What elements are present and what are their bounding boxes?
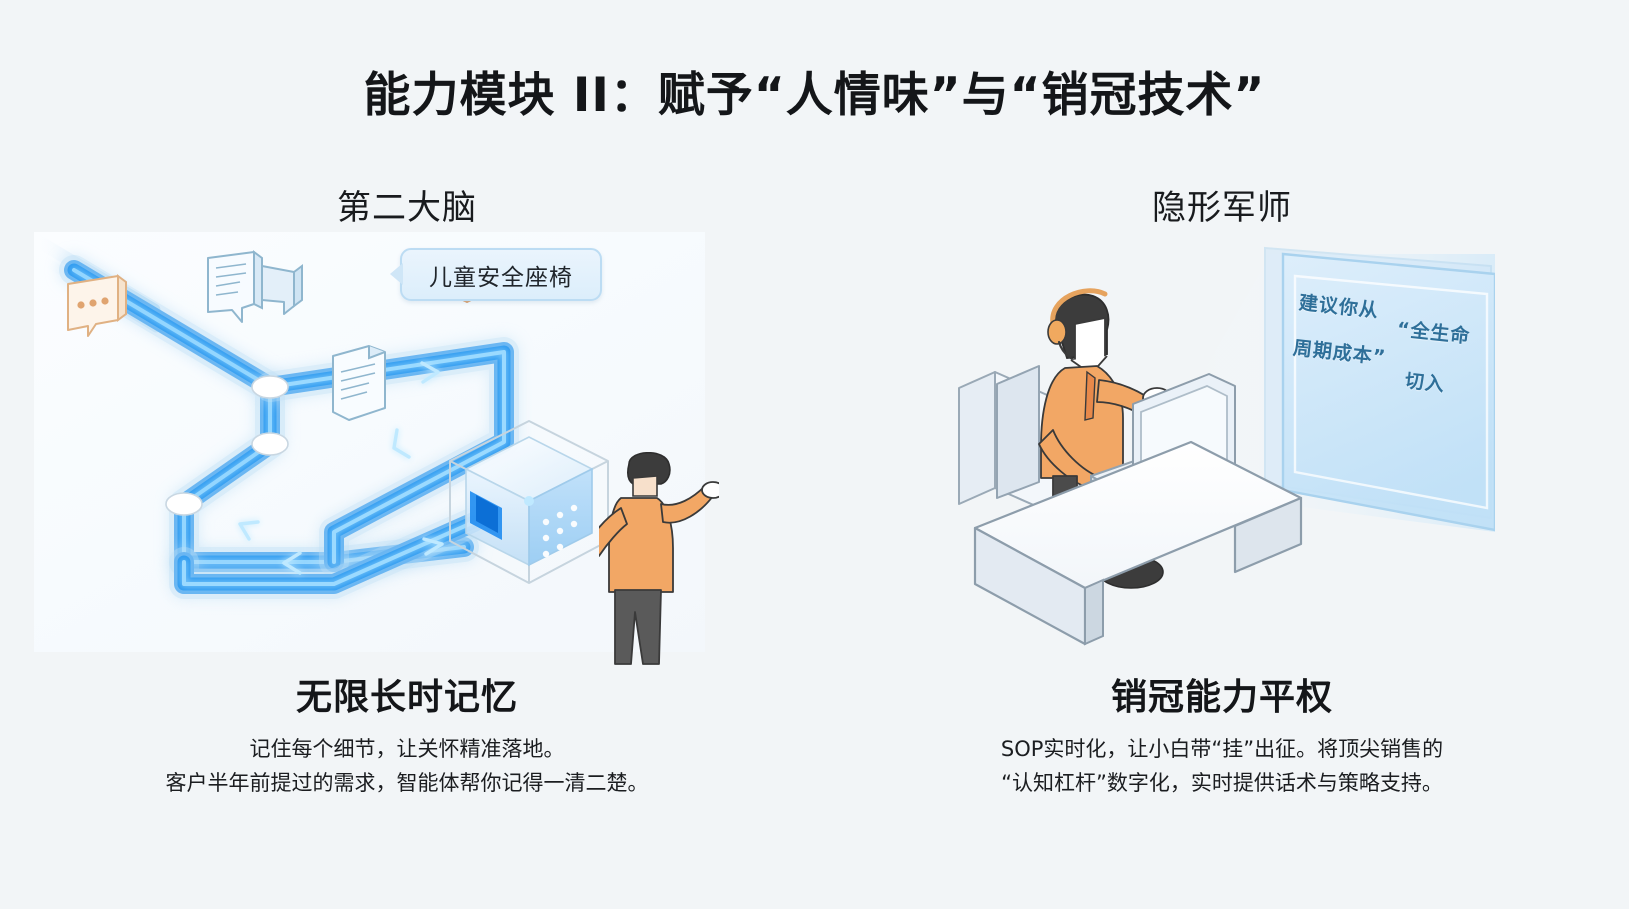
two-column-layout: 第二大脑	[0, 178, 1629, 898]
column-invisible-strategist: 隐形军师	[815, 178, 1629, 898]
caption-body-left: 记住每个细节，让关怀精准落地。 客户半年前提过的需求，智能体帮你记得一清二楚。	[0, 732, 814, 800]
caption-body-right: SOP实时化，让小白带“挂”出征。将顶尖销售的 “认知杠杆”数字化，实时提供话术…	[815, 732, 1629, 800]
column-second-brain: 第二大脑	[0, 178, 814, 898]
caption-line: SOP实时化，让小白带“挂”出征。将顶尖销售的	[1000, 737, 1444, 761]
sales-advisor-illustration: 建议你从 周期成本” “全生命 切入	[935, 232, 1495, 652]
caption-title-left: 无限长时记忆	[295, 677, 518, 718]
caption-line: “认知杠杆”数字化，实时提供话术与策略支持。	[1001, 771, 1443, 796]
caption-title-right: 销冠能力平权	[1110, 677, 1333, 718]
comment-icon	[67, 274, 127, 337]
memory-bubble-label-text: 儿童安全座椅	[429, 264, 573, 291]
memory-bubble-label: 儿童安全座椅	[390, 248, 602, 301]
page-title: 能力模块 II：赋予“人情味”与“销冠技术”	[363, 68, 1266, 123]
advisor-scene-graphic	[958, 246, 1495, 646]
desk-icon	[973, 440, 1303, 646]
caption-line: 客户半年前提过的需求，智能体帮你记得一清二楚。	[165, 771, 649, 796]
person-icon	[599, 452, 719, 665]
pipeline-path-graphic	[34, 233, 519, 599]
document-icon	[332, 345, 386, 421]
memory-pipeline-illustration: 儿童安全座椅	[34, 232, 719, 665]
column-heading-left: 第二大脑	[337, 188, 477, 228]
pipeline-node	[165, 375, 289, 516]
data-cube-icon	[434, 407, 624, 597]
column-heading-right: 隐形军师	[1152, 188, 1292, 228]
caption-line: 记住每个细节，让关怀精准落地。	[249, 737, 565, 761]
chat-bubbles-icon	[207, 250, 303, 323]
